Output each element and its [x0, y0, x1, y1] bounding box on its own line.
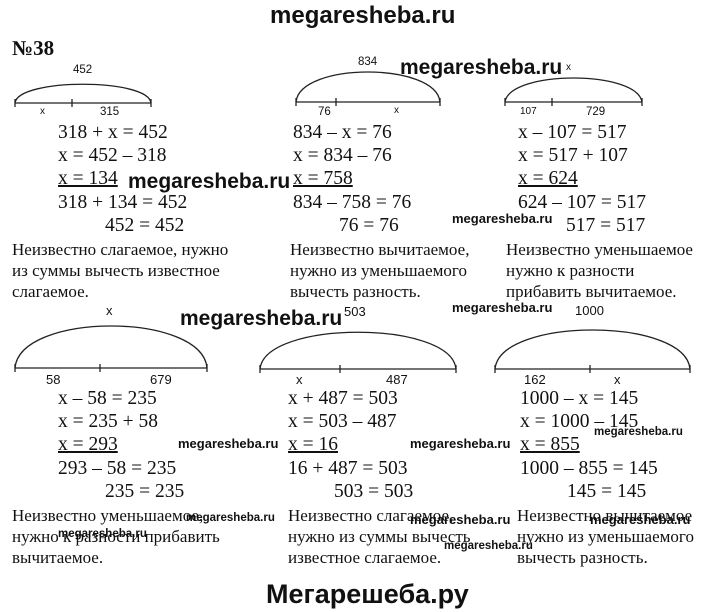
explanation-line: Неизвестно уменьшаемое — [506, 240, 693, 259]
task-number: №38 — [12, 36, 55, 60]
watermark: megaresheba.ru — [186, 512, 275, 524]
explanation-line: нужно из суммы вычесть — [288, 527, 471, 546]
watermark: megaresheba.ru — [590, 512, 691, 527]
equation-line: x = 834 – 76 — [293, 145, 392, 166]
diagram-4-right-label: 679 — [150, 372, 172, 387]
diagram-1-top-label: 452 — [73, 64, 93, 76]
watermark: megaresheba.ru — [180, 307, 343, 330]
diagram-3-left-label: 107 — [520, 106, 537, 117]
watermark: megaresheba.ru — [444, 540, 533, 552]
explanation-line: Неизвестно уменьшаемое, — [12, 506, 204, 525]
explanation-line: вычитаемое. — [12, 548, 104, 567]
explanation-line: вычесть разность. — [290, 282, 421, 301]
equation-line: x = 235 + 58 — [58, 411, 158, 432]
diagram-2-arc — [295, 71, 441, 103]
watermark: megaresheba.ru — [128, 170, 291, 193]
diagram-6-top-label: 1000 — [575, 303, 604, 318]
watermark: megaresheba.ru — [410, 436, 511, 451]
check-result-line: 235 = 235 — [105, 481, 185, 502]
diagram-3-top-label: x — [566, 62, 571, 73]
explanation-line: вычесть разность. — [517, 548, 648, 567]
answer-line: x = 134 — [58, 168, 118, 189]
check-line: 293 – 58 = 235 — [58, 458, 177, 479]
equation-line: 318 + x = 452 — [58, 122, 168, 143]
check-result-line: 517 = 517 — [566, 215, 646, 236]
explanation-line: нужно из уменьшаемого — [290, 261, 467, 280]
explanation-line: Неизвестно вычитаемое, — [290, 240, 470, 259]
explanation-line: нужно к разности — [506, 261, 635, 280]
diagram-4-arc — [14, 325, 208, 369]
answer-line: x = 16 — [288, 434, 338, 455]
check-result-line: 76 = 76 — [339, 215, 399, 236]
equation-line: x – 58 = 235 — [58, 388, 157, 409]
diagram-2-right-label: x — [394, 105, 399, 116]
explanation-line: Неизвестно вычитаемое — [517, 506, 693, 525]
watermark: megaresheba.ru — [410, 512, 511, 527]
answer-line: x = 758 — [293, 168, 353, 189]
check-line: 624 – 107 = 517 — [518, 192, 646, 213]
explanation-line: нужно к разности прибавить — [12, 527, 220, 546]
explanation-line: слагаемое. — [12, 282, 89, 301]
watermark: megaresheba.ru — [400, 56, 563, 79]
equation-line: x = 1000 – 145 — [520, 411, 639, 432]
diagram-1-right-label: 315 — [100, 106, 120, 118]
diagram-6-left-label: 162 — [524, 372, 546, 387]
explanation-line: из суммы вычесть известное — [12, 261, 220, 280]
check-line: 16 + 487 = 503 — [288, 458, 408, 479]
check-result-line: 145 = 145 — [567, 481, 647, 502]
diagram-3-arc — [504, 77, 643, 103]
watermark: megaresheba.ru — [58, 528, 147, 540]
diagram-5-top-label: 503 — [344, 304, 366, 319]
diagram-1-arc — [14, 83, 152, 104]
diagram-6-right-label: x — [614, 372, 621, 387]
explanation-line: Неизвестно слагаемое, нужно — [12, 240, 229, 259]
watermark: megaresheba.ru — [594, 426, 683, 438]
answer-line: x = 855 — [520, 434, 580, 455]
check-result-line: 503 = 503 — [334, 481, 414, 502]
watermark-top: megaresheba.ru — [270, 2, 456, 29]
diagram-4-left-label: 58 — [46, 372, 61, 387]
equation-line: x – 107 = 517 — [518, 122, 627, 143]
explanation-line: нужно из уменьшаемого — [517, 527, 694, 546]
watermark: megaresheba.ru — [452, 211, 553, 226]
equation-line: 1000 – x = 145 — [520, 388, 639, 409]
diagram-5-left-label: x — [296, 372, 303, 387]
answer-line: x = 293 — [58, 434, 118, 455]
explanation-line: прибавить вычитаемое. — [506, 282, 677, 301]
equation-line: x = 517 + 107 — [518, 145, 628, 166]
answer-line: x = 624 — [518, 168, 578, 189]
diagram-5-arc — [259, 331, 457, 370]
equation-line: x = 452 – 318 — [58, 145, 167, 166]
check-line: 834 – 758 = 76 — [293, 192, 412, 213]
diagram-3-right-label: 729 — [586, 106, 606, 118]
diagram-1-left-label: x — [40, 106, 45, 117]
diagram-6-arc — [494, 329, 691, 370]
diagram-2-top-label: 834 — [358, 56, 378, 68]
diagram-2-left-label: 76 — [318, 106, 331, 118]
watermark: megaresheba.ru — [178, 436, 279, 451]
explanation-line: Неизвестно слагаемое, — [288, 506, 454, 525]
equation-line: 834 – x = 76 — [293, 122, 392, 143]
check-result-line: 452 = 452 — [105, 215, 185, 236]
equation-line: x + 487 = 503 — [288, 388, 398, 409]
equation-line: x = 503 – 487 — [288, 411, 397, 432]
check-line: 318 + 134 = 452 — [58, 192, 188, 213]
diagram-5-right-label: 487 — [386, 372, 408, 387]
check-line: 1000 – 855 = 145 — [520, 458, 658, 479]
watermark-bottom: Мегарешеба.ру — [266, 579, 469, 609]
diagram-4-top-label: x — [106, 303, 113, 318]
watermark: megaresheba.ru — [452, 300, 553, 315]
explanation-line: известное слагаемое. — [288, 548, 442, 567]
